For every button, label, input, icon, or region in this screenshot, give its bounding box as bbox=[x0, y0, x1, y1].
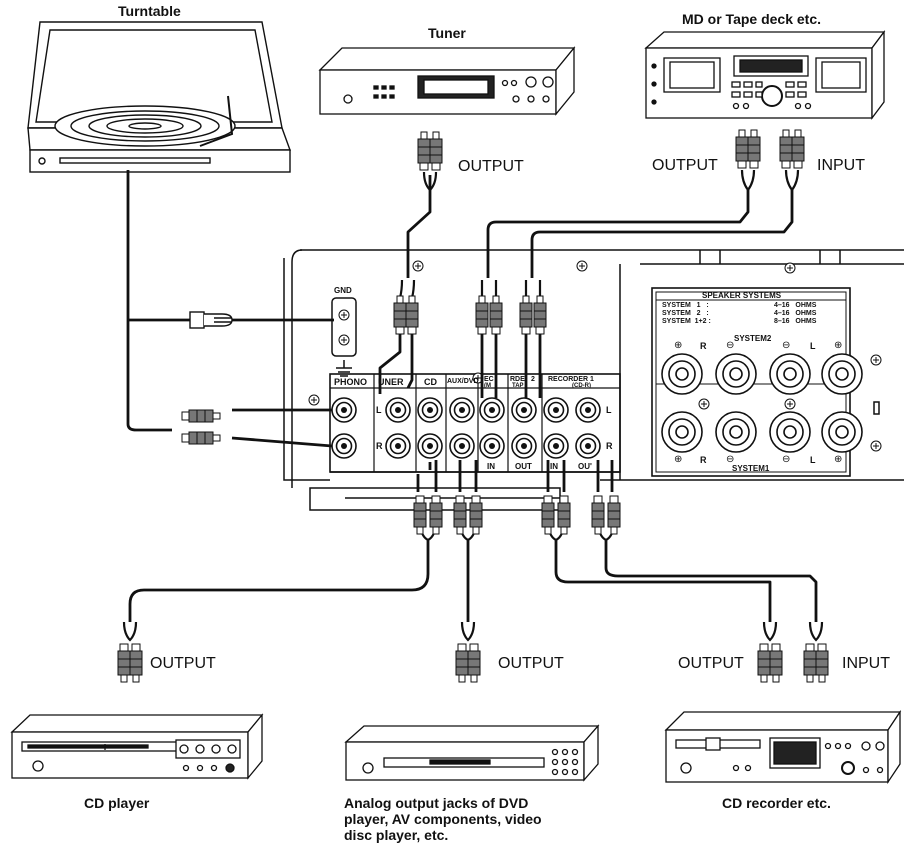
ohms1: 4–16 OHMS bbox=[774, 302, 817, 309]
tape-deck-title: MD or Tape deck etc. bbox=[682, 11, 822, 27]
system1-label: SYSTEM1 bbox=[732, 464, 770, 473]
rec2-label-c: RDE bbox=[510, 376, 525, 383]
tuner-l-label: L bbox=[376, 405, 382, 415]
system12-row: SYSTEM 1+2 : bbox=[662, 318, 711, 325]
rec2-out-label: OUT bbox=[515, 462, 532, 471]
dvd-output-label: OUTPUT bbox=[498, 655, 564, 672]
turntable-illustration bbox=[27, 21, 291, 173]
phono-label: PHONO bbox=[334, 377, 368, 387]
dvd-caption-line3: disc player, etc. bbox=[344, 827, 449, 843]
system1-row: SYSTEM 1 : bbox=[662, 302, 709, 309]
speaker-systems-title: SPEAKER SYSTEMS bbox=[702, 291, 782, 300]
sys2-r-minus: ⊖ bbox=[726, 340, 735, 351]
dvd-caption-line1: Analog output jacks of DVD bbox=[344, 795, 529, 811]
sys2-r-plus: ⊕ bbox=[674, 340, 683, 351]
tape-input-label: INPUT bbox=[817, 157, 865, 174]
sys1-l-minus: ⊖ bbox=[782, 454, 791, 465]
speaker-terminals bbox=[661, 353, 863, 453]
rec1-sub-label: (CD-R) bbox=[572, 383, 591, 389]
cables bbox=[126, 170, 818, 622]
ohms12: 8–16 OHMS bbox=[774, 318, 817, 325]
cd-recorder-caption: CD recorder etc. bbox=[722, 795, 831, 811]
gnd-label: GND bbox=[334, 286, 352, 295]
cd-player-illustration bbox=[10, 713, 264, 780]
tuner-title: Tuner bbox=[428, 25, 466, 41]
input-jacks bbox=[331, 397, 601, 459]
turntable-rca-plugs bbox=[181, 409, 221, 445]
rec2-label-b: (M bbox=[484, 383, 491, 389]
rec2-label-e: TAP bbox=[512, 383, 524, 389]
sys1-r-plus: ⊕ bbox=[674, 454, 683, 465]
rec1-in-label: IN bbox=[550, 462, 558, 471]
sys2-l-plus: ⊕ bbox=[834, 340, 843, 351]
rec1-out-label: OU' bbox=[578, 462, 592, 471]
sys2-l-label: L bbox=[810, 341, 816, 351]
rec2-label-d: 2 bbox=[531, 376, 535, 383]
system2-label: SYSTEM2 bbox=[734, 334, 772, 343]
tuner-illustration bbox=[318, 46, 576, 116]
cd-output-label: OUTPUT bbox=[150, 655, 216, 672]
sys2-r-label: R bbox=[700, 341, 707, 351]
dvd-player-illustration bbox=[344, 724, 600, 782]
tuner-jack-label: UNER bbox=[378, 377, 404, 387]
tuner-output-label: OUTPUT bbox=[458, 158, 524, 175]
rec1-label: RECORDER 1 bbox=[548, 376, 594, 383]
rec2-label-a: EC bbox=[484, 376, 494, 383]
cd-jack-label: CD bbox=[424, 377, 437, 387]
dvd-caption-line2: player, AV components, video bbox=[344, 811, 542, 827]
cd-player-caption: CD player bbox=[84, 795, 150, 811]
sys1-r-label: R bbox=[700, 455, 707, 465]
rec1-r-label: R bbox=[606, 441, 613, 451]
amplifier-rear-panel bbox=[283, 249, 904, 511]
rec1-l-label: L bbox=[606, 405, 612, 415]
aux-dvd-jack-label: AUX/DVD bbox=[447, 378, 479, 385]
ground-spade-lug bbox=[189, 311, 233, 329]
sys1-l-plus: ⊕ bbox=[834, 454, 843, 465]
tape-deck-illustration bbox=[644, 30, 886, 120]
ohms2: 4–16 OHMS bbox=[774, 310, 817, 317]
system2-row: SYSTEM 2 : bbox=[662, 310, 709, 317]
cdr-input-label: INPUT bbox=[842, 655, 890, 672]
turntable-title: Turntable bbox=[118, 3, 181, 19]
sys1-l-label: L bbox=[810, 455, 816, 465]
tape-output-label: OUTPUT bbox=[652, 157, 718, 174]
cd-recorder-illustration bbox=[664, 709, 902, 785]
tuner-r-label: R bbox=[376, 441, 383, 451]
sys2-l-minus: ⊖ bbox=[782, 340, 791, 351]
cdr-output-label: OUTPUT bbox=[678, 655, 744, 672]
rec2-in-label: IN bbox=[487, 462, 495, 471]
sys1-r-minus: ⊖ bbox=[726, 454, 735, 465]
